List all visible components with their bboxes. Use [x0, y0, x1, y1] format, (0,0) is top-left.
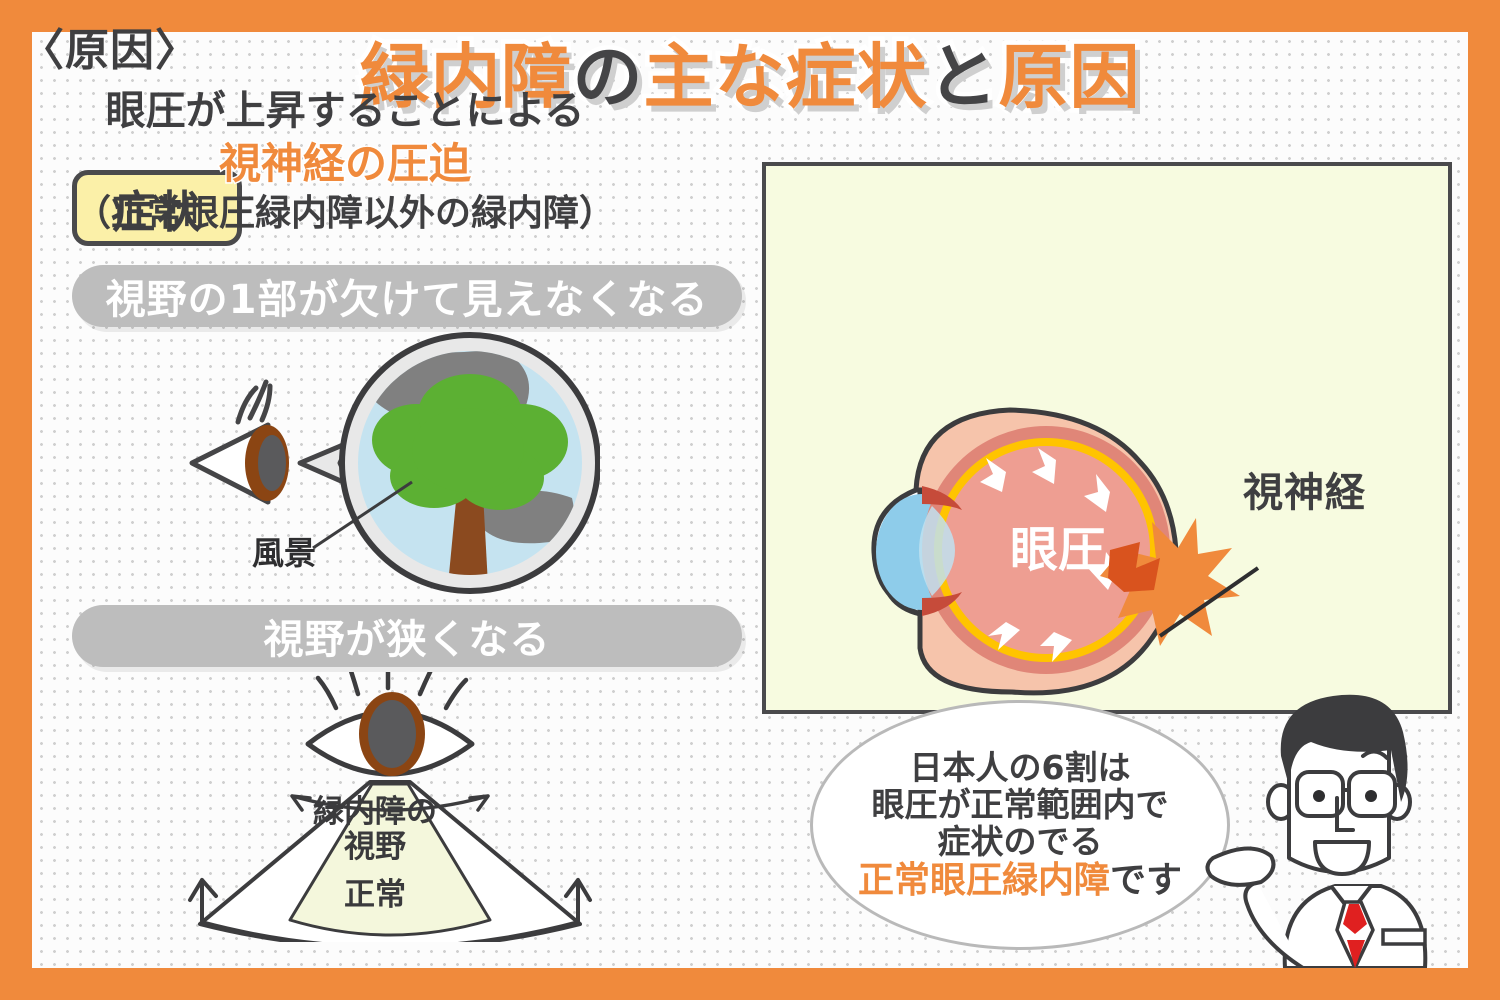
- speech-bubble: 日本人の6割は 眼圧が正常範囲内で 症状のでる 正常眼圧緑内障です: [810, 700, 1230, 950]
- title-segment-3: 主な症状: [639, 36, 931, 118]
- symptom-item-2: 視野が狭くなる: [72, 605, 742, 667]
- bubble-line-3: 症状のでる: [937, 822, 1103, 862]
- cause-line-1: 眼圧が上昇することによる: [105, 88, 585, 134]
- cause-line-2: 視神経の圧迫: [217, 138, 472, 190]
- bubble-line-4-rest: です: [1110, 859, 1183, 901]
- symptom-item-1-label: 視野の1部が欠けて見えなくなる: [105, 277, 709, 323]
- starburst-icon: [1100, 518, 1240, 646]
- symptoms-badge-label: 症状: [111, 187, 203, 238]
- scene-label: 風景: [252, 534, 317, 572]
- symptoms-badge: 症状: [72, 170, 242, 246]
- tree-icon: [372, 374, 568, 510]
- page-title: 緑内障の主な症状と原因: [0, 38, 1500, 117]
- symptom-item-1: 視野の1部が欠けて見えなくなる: [72, 265, 742, 327]
- eye-front-icon: [305, 672, 475, 777]
- bubble-line-1: 日本人の6割は: [909, 747, 1131, 787]
- title-segment-4: と: [923, 36, 1002, 118]
- title-segment-5: 原因: [994, 36, 1144, 118]
- pressure-arrows-icon: [980, 448, 1118, 662]
- scene-circle: [339, 332, 600, 594]
- cause-line-3: （正常眼圧緑内障以外の緑内障）: [74, 193, 615, 234]
- bubble-line-4-highlight: 正常眼圧緑内障: [857, 859, 1110, 901]
- field-glaucoma-label: 緑内障の 視野: [280, 795, 470, 864]
- eye-pressure-label: 眼圧: [1010, 522, 1106, 578]
- field-glaucoma-line2: 視野: [344, 828, 406, 865]
- cause-heading: 〈原因〉: [20, 25, 200, 76]
- bubble-line-2: 眼圧が正常範囲内で: [871, 785, 1169, 825]
- optic-nerve-label: 視神経: [1243, 470, 1366, 516]
- symptom-item-2-label: 視野が狭くなる: [263, 617, 551, 663]
- eye-side-icon: [189, 379, 289, 505]
- vision-loss-illustration: [189, 332, 600, 594]
- bubble-line-4: 正常眼圧緑内障です: [857, 859, 1183, 902]
- doctor-avatar-icon: [1205, 694, 1428, 968]
- eye-anatomy-illustration: 眼圧: [871, 407, 1260, 696]
- field-normal-label: 正常: [344, 877, 406, 913]
- title-segment-2: の: [568, 36, 647, 118]
- visual-field-illustration: [188, 672, 592, 942]
- field-glaucoma-line1: 緑内障の: [313, 794, 437, 830]
- title-segment-1: 緑内障: [355, 36, 576, 118]
